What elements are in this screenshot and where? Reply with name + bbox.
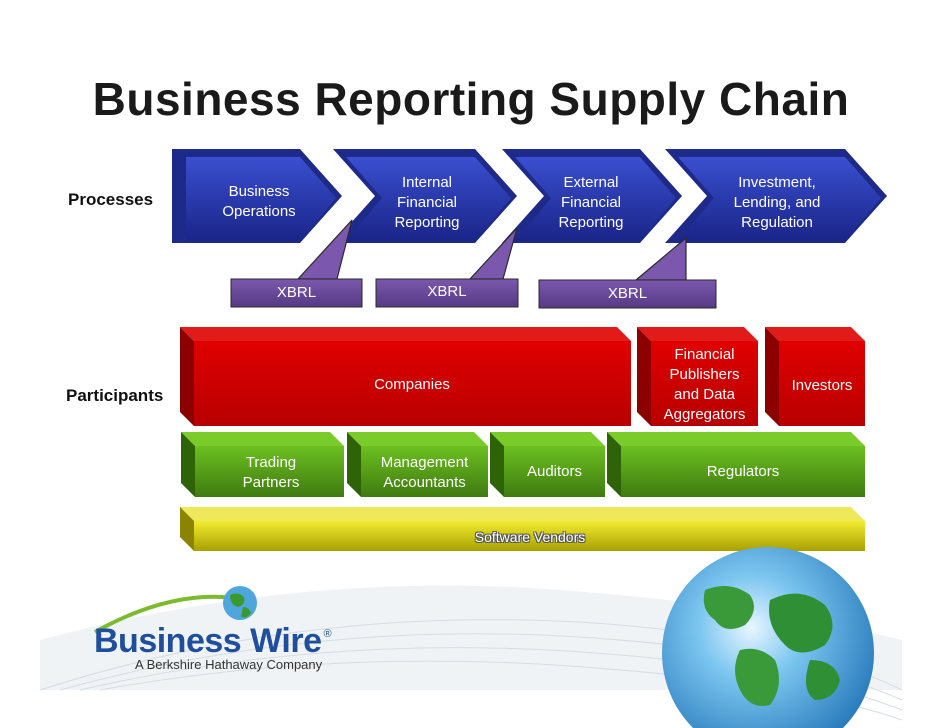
process-label-business-operations: Business Operations [222, 183, 296, 220]
xbrl-label-2: XBRL [427, 283, 467, 300]
xbrl-callout-1 [230, 219, 363, 308]
logo-tagline: A Berkshire Hathaway Company [135, 657, 323, 672]
process-chevron-external-financial-reporting [502, 149, 682, 243]
logo-wordmark: Business Wire [94, 622, 322, 660]
publishers-label: Financial Publishers and Data Aggregator… [663, 346, 746, 423]
regulators-label: Regulators [706, 463, 780, 480]
participants-row-label: Participants [66, 386, 164, 405]
page-title: Business Reporting Supply Chain [92, 73, 850, 125]
process-label-external-financial-reporting: External Financial Reporting [558, 174, 624, 231]
auditors-block [490, 432, 605, 497]
xbrl-label-3: XBRL [607, 285, 648, 302]
companies-label: Companies [374, 376, 450, 393]
registered-mark: ® [323, 628, 332, 640]
auditors-label: Auditors [526, 463, 583, 480]
publishers-block [637, 327, 758, 426]
trading-partners-label: Trading Partners [242, 454, 300, 491]
xbrl-label-1: XBRL [276, 284, 317, 301]
xbrl-callout-2 [375, 227, 519, 308]
investors-block [765, 327, 865, 426]
companies-block [180, 327, 631, 426]
regulators-block [607, 432, 865, 497]
business-wire-globe-icon [94, 586, 257, 634]
software-vendors-label: Software Vendors [474, 529, 586, 545]
globe-image [662, 547, 874, 728]
management-accountants-label: Management Accountants [380, 454, 469, 491]
business-wire-logo: Business Wire ® [94, 622, 332, 661]
investors-label: Investors [791, 377, 853, 394]
trading-partners-block [181, 432, 344, 497]
software-vendors-block [180, 507, 865, 551]
processes-row-label: Processes [68, 190, 154, 209]
process-label-internal-financial-reporting: Internal Financial Reporting [394, 174, 460, 231]
process-chevron-internal-financial-reporting [333, 149, 517, 243]
management-accountants-block [347, 432, 488, 497]
xbrl-callout-3 [538, 236, 717, 309]
process-chevron-business-operations [172, 149, 342, 243]
process-label-investment-lending-regulation: Investment, Lending, and Regulation [733, 174, 821, 231]
process-chevron-investment-lending-regulation [665, 149, 887, 243]
